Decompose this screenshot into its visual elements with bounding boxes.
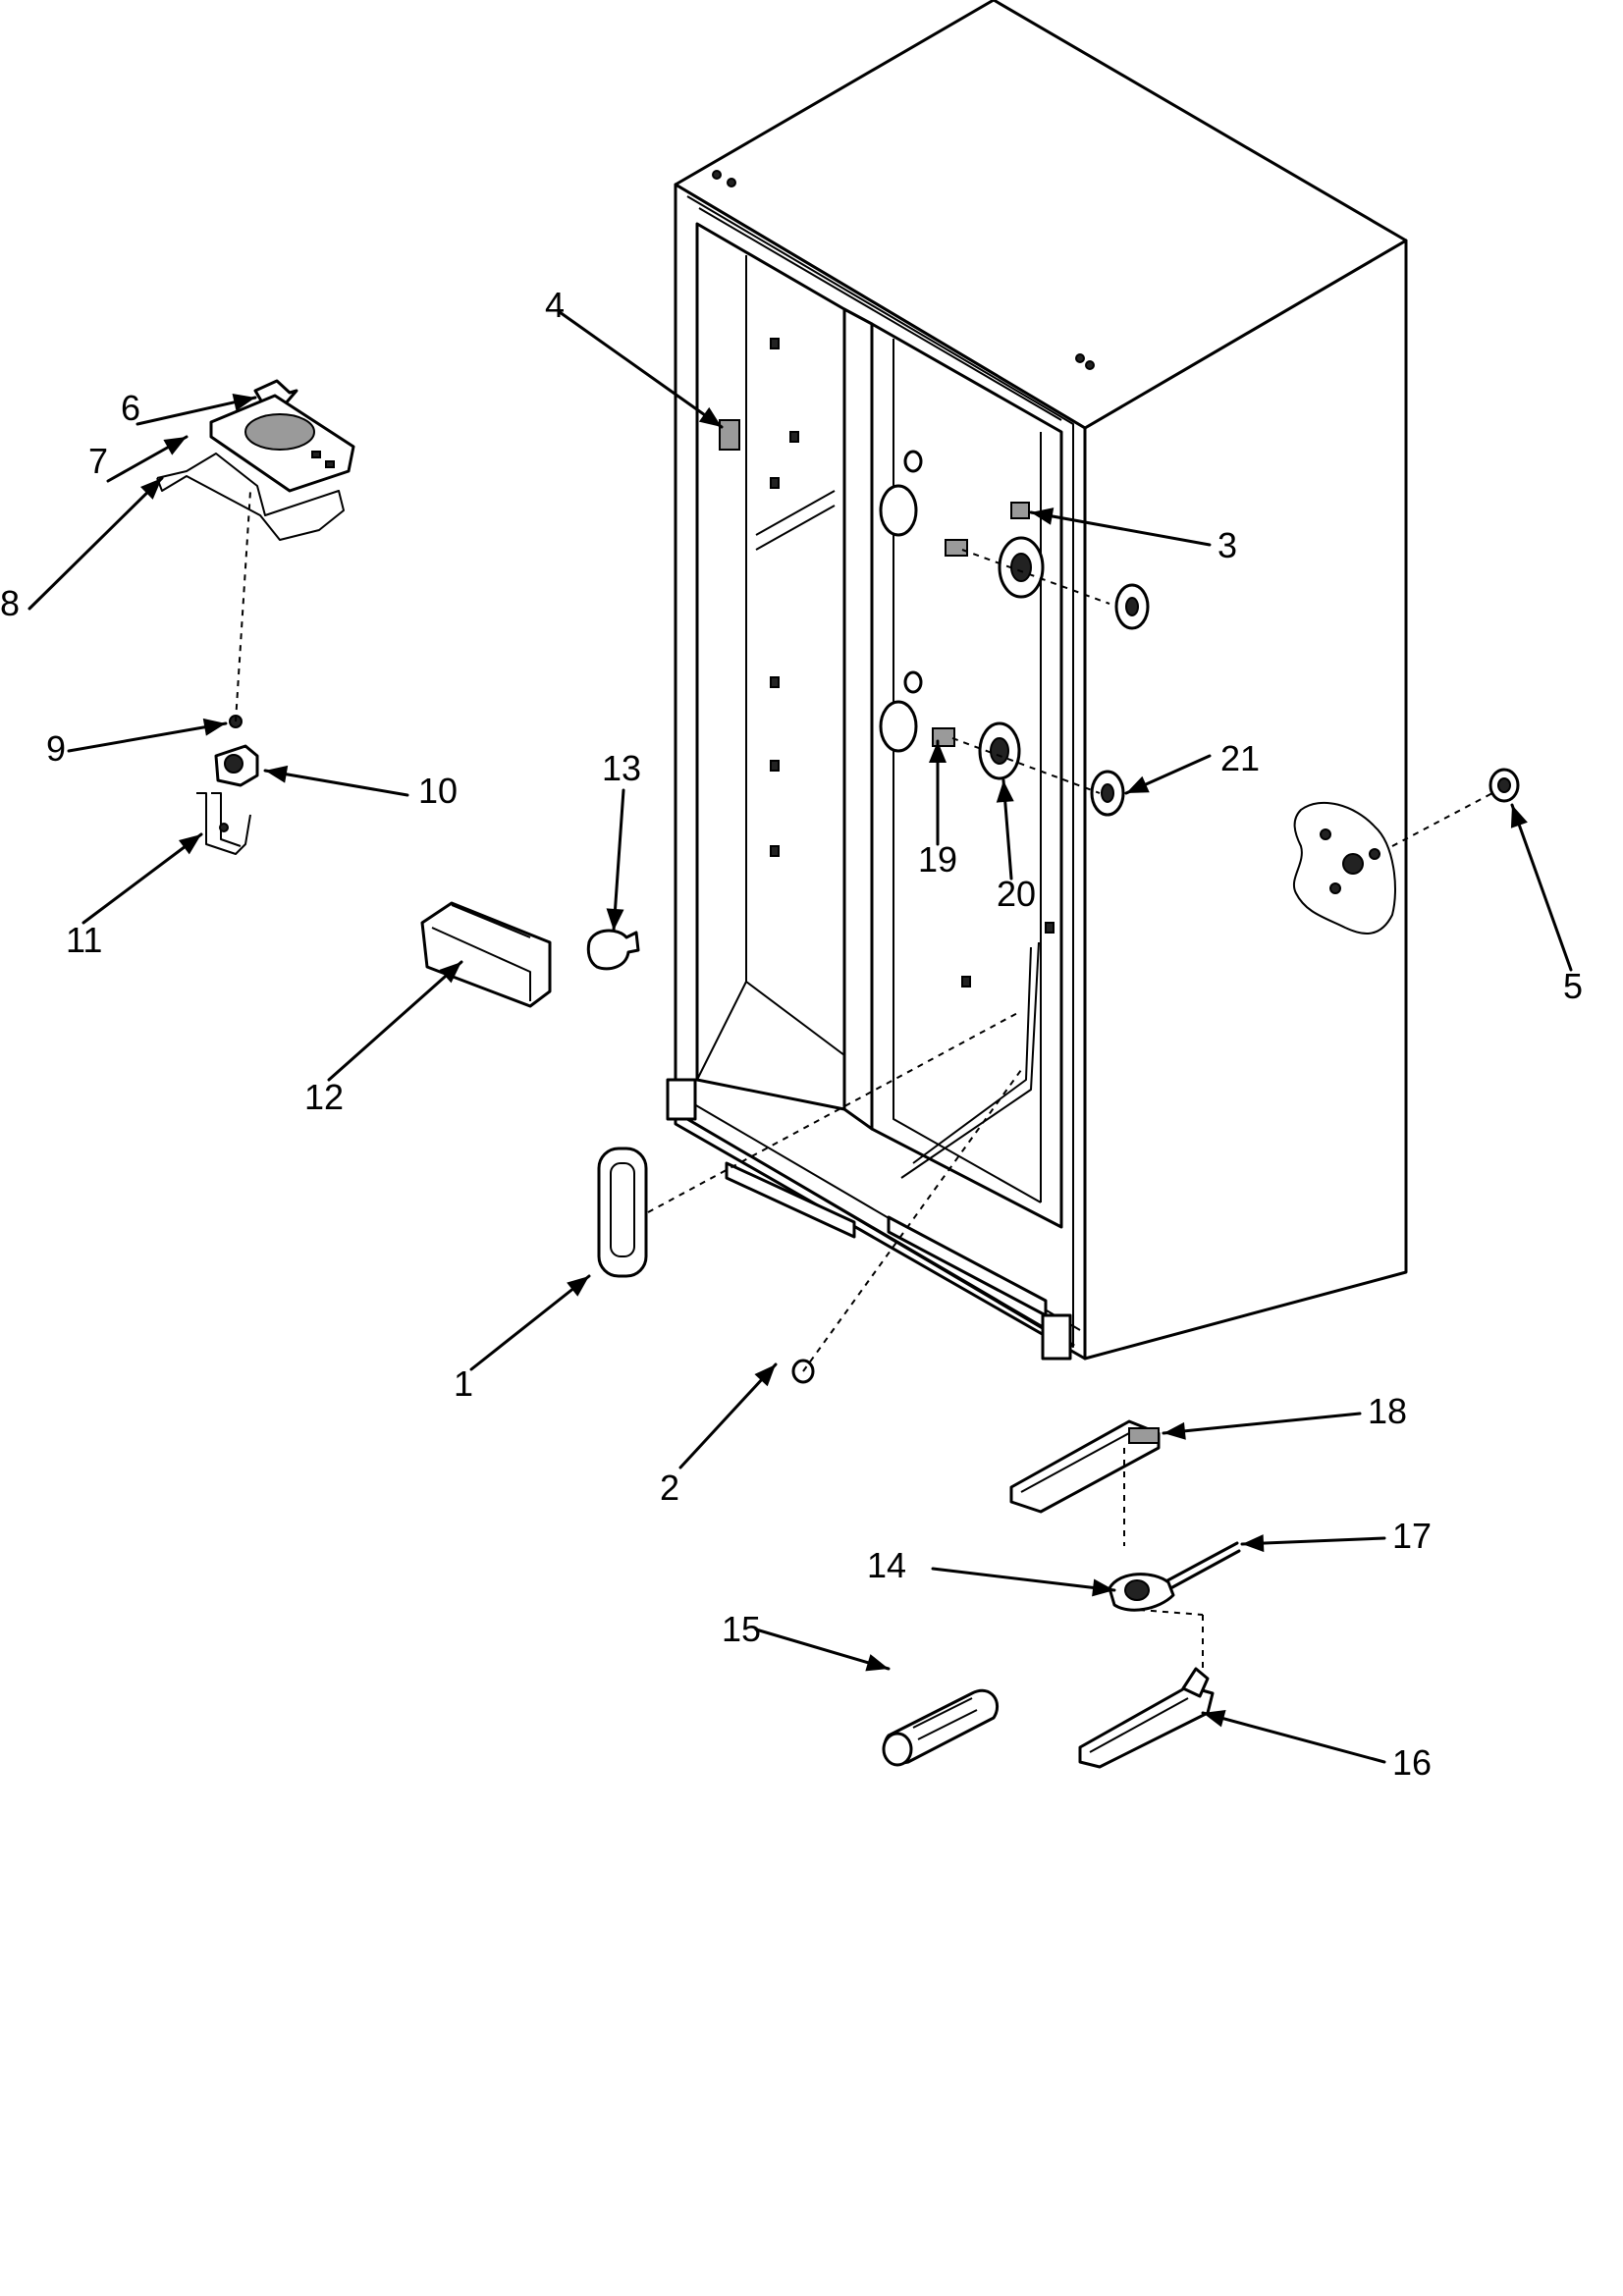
callout-11: 11: [66, 920, 102, 960]
part-10-motor: [214, 744, 259, 787]
part-4-clip: [719, 419, 740, 451]
callout-5: 5: [1563, 966, 1583, 1006]
leader-line-13: [612, 788, 625, 933]
part-21-plug: [1090, 770, 1125, 817]
arrowhead-1: [567, 1276, 589, 1297]
leader-line-4: [558, 310, 724, 429]
callout-14: 14: [867, 1545, 906, 1585]
leader-line-3: [1029, 510, 1212, 547]
leader-line-2: [678, 1362, 778, 1469]
callout-12: 12: [304, 1077, 344, 1117]
leader-lines: [27, 310, 1573, 1764]
callout-20: 20: [997, 874, 1036, 914]
arrowhead-2: [754, 1364, 776, 1387]
arrowhead-10: [265, 765, 289, 783]
arrowhead-7: [163, 437, 187, 455]
callout-labels: 1 2 3 4 5 6 7 8 9 10 11 12 13 14 15 16 1…: [0, 285, 1583, 1783]
leader-line-17: [1240, 1536, 1386, 1546]
arrowhead-18: [1163, 1421, 1186, 1440]
arrowhead-21: [1126, 775, 1150, 793]
side-panel-cutout: [1293, 801, 1396, 935]
callout-7: 7: [88, 441, 108, 481]
callout-16: 16: [1392, 1742, 1432, 1783]
arrowhead-13: [606, 908, 624, 931]
refrigerator-cabinet: [666, 0, 1408, 1361]
callout-8: 8: [0, 583, 20, 623]
part-12-drip-tray: [420, 901, 552, 1008]
arrowhead-12: [439, 962, 461, 984]
part-15-filter: [882, 1689, 1000, 1767]
callout-15: 15: [722, 1609, 761, 1649]
arrowhead-9: [202, 718, 226, 736]
part-20-cap: [978, 721, 1021, 780]
arrowhead-16: [1203, 1710, 1226, 1728]
arrowhead-5: [1510, 805, 1528, 828]
callout-19: 19: [918, 839, 957, 880]
leader-line-1: [469, 1274, 591, 1371]
part-5-grommet: [1488, 768, 1520, 803]
callout-4: 4: [545, 285, 565, 325]
callout-9: 9: [46, 728, 66, 769]
leader-line-10: [263, 769, 409, 797]
arrowhead-11: [179, 834, 201, 855]
leader-line-11: [81, 832, 203, 925]
leader-line-14: [931, 1567, 1116, 1592]
part-3-clip: [1010, 502, 1030, 519]
part-18-housing: [1009, 1419, 1161, 1514]
part-8-bracket: [156, 453, 345, 541]
arrowhead-14: [1092, 1578, 1114, 1597]
leader-line-15: [754, 1628, 891, 1671]
part-11-bracket: [196, 792, 251, 855]
part-17-tube: [1157, 1541, 1241, 1594]
callout-10: 10: [418, 771, 458, 811]
leader-line-12: [327, 960, 463, 1082]
leader-line-8: [27, 476, 164, 611]
arrowhead-4: [698, 406, 722, 427]
arrowhead-6: [232, 394, 255, 411]
arrowhead-3: [1031, 507, 1055, 525]
callout-6: 6: [121, 388, 140, 428]
arrowhead-15: [865, 1654, 889, 1672]
arrowhead-8: [140, 478, 162, 500]
callout-13: 13: [602, 748, 641, 788]
part-14-valve: [1108, 1573, 1175, 1612]
callout-3: 3: [1217, 525, 1237, 565]
callout-2: 2: [660, 1468, 679, 1508]
part-7-housing: [209, 394, 355, 493]
arrowhead-20: [996, 780, 1014, 803]
leader-line-9: [67, 721, 228, 753]
arrowhead-17: [1242, 1534, 1265, 1553]
part-1-handle: [597, 1147, 648, 1278]
leader-line-18: [1162, 1412, 1362, 1435]
callout-1: 1: [454, 1363, 473, 1404]
callout-17: 17: [1392, 1516, 1432, 1556]
part-16-housing: [1078, 1667, 1215, 1769]
part-19-bracket: [932, 727, 955, 747]
leader-line-5: [1510, 803, 1573, 972]
shelf-supports-upper: [945, 536, 1150, 630]
part-13-light-bulb: [586, 929, 640, 971]
callout-21: 21: [1220, 738, 1260, 778]
leader-line-16: [1201, 1711, 1386, 1764]
arrowhead-19: [929, 741, 947, 763]
callout-18: 18: [1368, 1391, 1407, 1431]
